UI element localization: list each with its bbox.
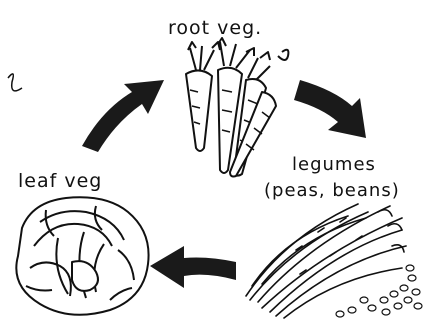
cabbage-icon (16, 197, 148, 315)
carrot-bunch-icon (186, 38, 288, 177)
arrow-leaf-to-root (82, 80, 164, 152)
label-root-veg: root veg. (168, 17, 262, 39)
arrow-legumes-to-leaf (150, 246, 236, 288)
arrow-root-to-legumes (294, 80, 366, 138)
label-legumes-examples: (peas, beans) (264, 180, 400, 201)
stray-scribble (8, 74, 22, 91)
label-legumes: legumes (292, 154, 376, 175)
label-leaf-veg: leaf veg (18, 170, 102, 192)
